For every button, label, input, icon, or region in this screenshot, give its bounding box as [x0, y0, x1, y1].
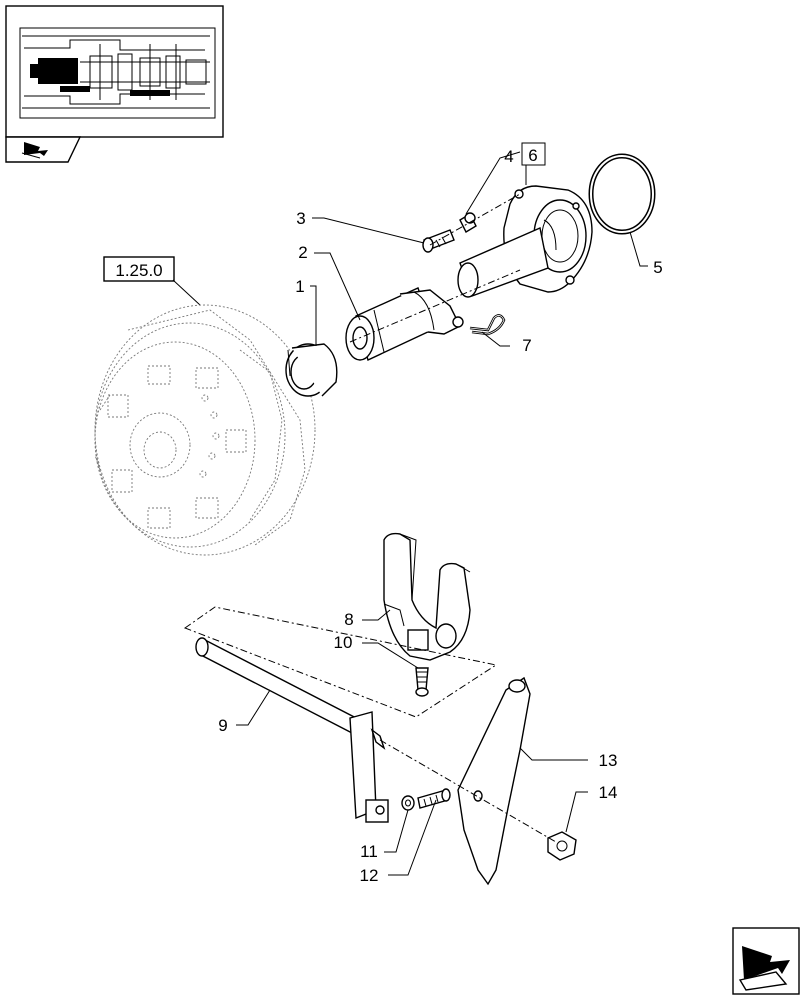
callout-12[interactable]: 12	[360, 866, 379, 885]
callout-4[interactable]: 4	[504, 147, 513, 166]
part-5-o-ring[interactable]	[588, 153, 656, 235]
part-2-bearing-sleeve[interactable]	[345, 287, 464, 361]
callout-1[interactable]: 1	[295, 277, 304, 296]
callout-9[interactable]: 9	[218, 716, 227, 735]
callout-11[interactable]: 11	[360, 842, 378, 861]
part-1-release-bearing[interactable]	[285, 343, 338, 397]
back-arrow-icon[interactable]	[5, 136, 82, 163]
assembly-outline	[183, 606, 498, 718]
axis-line-top	[349, 269, 521, 343]
callout-13[interactable]: 13	[599, 751, 618, 770]
callout-10[interactable]: 10	[334, 633, 353, 652]
axis-line-screw	[429, 193, 521, 246]
leader-reference	[172, 279, 201, 306]
part-12-bolt[interactable]	[417, 788, 451, 809]
part-10-fork-screw[interactable]	[415, 667, 429, 697]
callout-8[interactable]: 8	[344, 610, 353, 629]
part-8-release-fork[interactable]	[383, 532, 471, 661]
part-3-screw[interactable]	[422, 229, 455, 253]
callout-2[interactable]: 2	[298, 243, 307, 262]
part-7-spring-clip[interactable]	[469, 314, 506, 336]
location-thumbnail[interactable]	[5, 5, 224, 138]
transmission-section-thumbnail	[19, 27, 216, 119]
callout-7[interactable]: 7	[522, 336, 531, 355]
callouts: 1 2 3 4 5 6 7 8 9 10 11 12 13 14	[218, 142, 663, 885]
reference-box[interactable]: 1.25.0	[103, 256, 175, 282]
callout-14[interactable]: 14	[599, 783, 618, 802]
callout-3[interactable]: 3	[296, 209, 305, 228]
axis-line-lower	[379, 739, 557, 843]
callout-5[interactable]: 5	[653, 258, 662, 277]
callout-6-box[interactable]: 6	[521, 142, 546, 166]
leader-lines	[236, 151, 648, 876]
callout-6: 6	[528, 146, 537, 165]
reference-box-label: 1.25.0	[115, 261, 162, 280]
part-9-shaft-lever[interactable]	[195, 637, 389, 823]
clutch-assembly-ghost	[94, 304, 316, 556]
part-4-spacer[interactable]	[459, 212, 477, 233]
next-page-arrow-icon[interactable]	[732, 927, 800, 995]
part-6-guide-sleeve[interactable]	[457, 185, 593, 298]
part-11-washer[interactable]	[401, 795, 415, 811]
part-14-nut[interactable]	[547, 831, 577, 861]
part-13-plate[interactable]	[457, 676, 531, 886]
